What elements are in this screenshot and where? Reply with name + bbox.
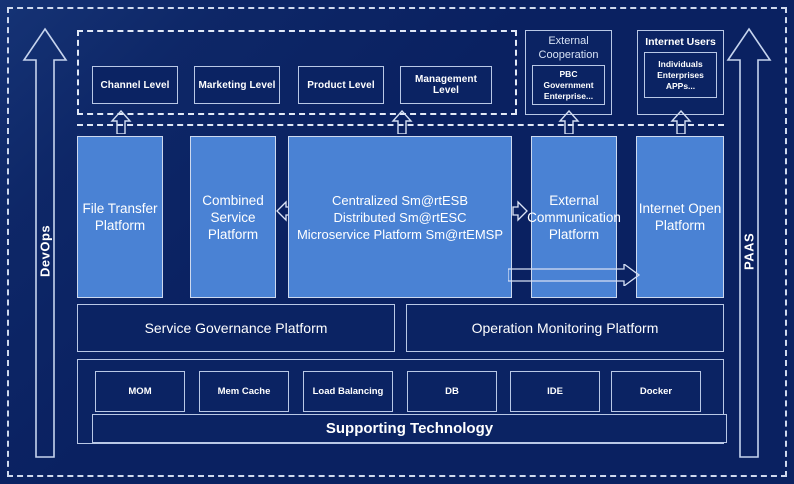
- platform-centralized-esb[interactable]: Centralized Sm@rtESB Distributed Sm@rtES…: [288, 136, 512, 298]
- tech-label: IDE: [547, 385, 563, 397]
- bar-label: Service Governance Platform: [144, 320, 328, 336]
- tech-label: Docker: [639, 385, 673, 397]
- platform-label: Internet Open Platform: [638, 201, 722, 233]
- tech-label: Mem Cache: [217, 385, 271, 397]
- tech-box-ide[interactable]: IDE: [510, 371, 600, 412]
- supporting-technology-banner[interactable]: Supporting Technology: [92, 414, 727, 443]
- tech-box-docker[interactable]: Docker: [611, 371, 701, 412]
- platform-combined-service[interactable]: Combined Service Platform: [190, 136, 276, 298]
- tech-label: MOM: [128, 385, 152, 397]
- center-line-2: Distributed Sm@rtESC: [333, 209, 467, 225]
- devops-label: DevOps: [37, 224, 53, 278]
- platform-label: Combined Service Platform: [202, 192, 264, 242]
- platform-label: File Transfer Platform: [82, 201, 158, 233]
- tech-label: DB: [445, 385, 459, 397]
- level-box-channel[interactable]: Channel Level: [92, 66, 178, 104]
- internet-users-group[interactable]: Internet Users Individuals Enterprises A…: [637, 30, 724, 115]
- platform-external-communication[interactable]: External Communication Platform: [527, 136, 621, 298]
- outer-dashed-frame: [7, 7, 787, 477]
- tech-box-load-balancing[interactable]: Load Balancing: [303, 371, 393, 412]
- center-line-1: Centralized Sm@rtESB: [331, 192, 469, 208]
- up-arrow-internet-open: [670, 110, 692, 134]
- tech-box-mem-cache[interactable]: Mem Cache: [199, 371, 289, 412]
- tech-box-mom[interactable]: MOM: [95, 371, 185, 412]
- tech-box-db[interactable]: DB: [407, 371, 497, 412]
- level-label: Product Level: [307, 79, 375, 91]
- supporting-technology-label: Supporting Technology: [325, 420, 494, 437]
- platform-internet-open[interactable]: Internet Open Platform: [636, 136, 724, 298]
- up-arrow-center-platform: [391, 110, 413, 134]
- level-label: Management Level: [414, 74, 478, 96]
- platform-file-transfer[interactable]: File Transfer Platform: [77, 136, 163, 298]
- link-arrow-right-external: [512, 200, 528, 222]
- tech-label: Load Balancing: [312, 385, 384, 397]
- external-cooperation-inner: PBC Government Enterprise...: [532, 65, 605, 105]
- paas-label: PAAS: [741, 232, 757, 270]
- external-cooperation-group[interactable]: External Cooperation PBC Government Ente…: [525, 30, 612, 115]
- bar-service-governance[interactable]: Service Governance Platform: [77, 304, 395, 352]
- devops-arrow: DevOps: [22, 26, 68, 460]
- paas-arrow: PAAS: [726, 26, 772, 460]
- center-line-3: Microservice Platform Sm@rtEMSP: [296, 226, 504, 242]
- up-arrow-external-communication: [558, 110, 580, 134]
- internet-users-header: Internet Users: [645, 36, 716, 48]
- layer-separator-dashed: [77, 124, 724, 126]
- platform-label: External Communication Platform: [527, 192, 621, 242]
- bar-operation-monitoring[interactable]: Operation Monitoring Platform: [406, 304, 724, 352]
- level-label: Channel Level: [100, 79, 170, 91]
- level-label: Marketing Level: [198, 79, 276, 91]
- internet-users-inner: Individuals Enterprises APPs...: [644, 52, 717, 98]
- long-arrow-center-to-internet: [507, 262, 641, 291]
- level-box-management[interactable]: Management Level: [400, 66, 492, 104]
- level-box-product[interactable]: Product Level: [298, 66, 384, 104]
- business-levels-group: [77, 30, 517, 115]
- external-cooperation-header: External Cooperation: [538, 35, 599, 61]
- bar-label: Operation Monitoring Platform: [471, 320, 659, 336]
- level-box-marketing[interactable]: Marketing Level: [194, 66, 280, 104]
- up-arrow-file-transfer: [110, 110, 132, 134]
